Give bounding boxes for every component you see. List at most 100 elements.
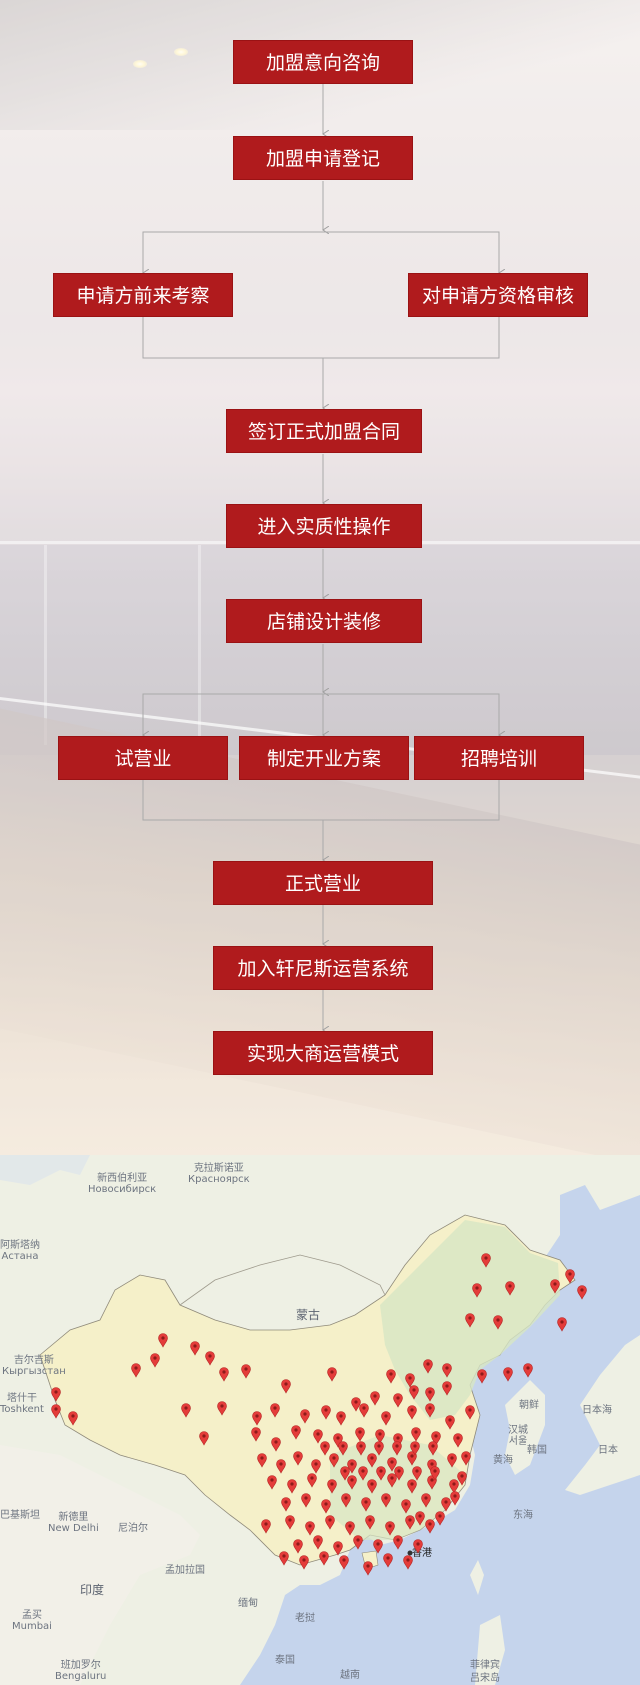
store-marker[interactable] bbox=[325, 1515, 335, 1530]
store-marker[interactable] bbox=[445, 1415, 455, 1430]
store-marker[interactable] bbox=[386, 1369, 396, 1384]
store-marker[interactable] bbox=[370, 1391, 380, 1406]
store-marker[interactable] bbox=[347, 1475, 357, 1490]
store-marker[interactable] bbox=[392, 1441, 402, 1456]
store-marker[interactable] bbox=[131, 1363, 141, 1378]
store-marker[interactable] bbox=[505, 1281, 515, 1296]
store-marker[interactable] bbox=[251, 1427, 261, 1442]
store-marker[interactable] bbox=[374, 1441, 384, 1456]
store-marker[interactable] bbox=[493, 1315, 503, 1330]
store-marker[interactable] bbox=[405, 1373, 415, 1388]
store-marker[interactable] bbox=[333, 1541, 343, 1556]
store-marker[interactable] bbox=[241, 1364, 251, 1379]
store-marker[interactable] bbox=[376, 1466, 386, 1481]
store-marker[interactable] bbox=[321, 1405, 331, 1420]
store-marker[interactable] bbox=[300, 1409, 310, 1424]
store-marker[interactable] bbox=[293, 1451, 303, 1466]
store-marker[interactable] bbox=[276, 1459, 286, 1474]
store-marker[interactable] bbox=[383, 1553, 393, 1568]
store-marker[interactable] bbox=[355, 1427, 365, 1442]
store-marker[interactable] bbox=[293, 1539, 303, 1554]
store-marker[interactable] bbox=[387, 1473, 397, 1488]
store-marker[interactable] bbox=[51, 1404, 61, 1419]
store-marker[interactable] bbox=[449, 1479, 459, 1494]
store-marker[interactable] bbox=[481, 1253, 491, 1268]
store-marker[interactable] bbox=[393, 1535, 403, 1550]
store-marker[interactable] bbox=[285, 1515, 295, 1530]
store-marker[interactable] bbox=[307, 1473, 317, 1488]
store-marker[interactable] bbox=[279, 1551, 289, 1566]
store-marker[interactable] bbox=[327, 1479, 337, 1494]
store-marker[interactable] bbox=[407, 1479, 417, 1494]
store-marker[interactable] bbox=[345, 1521, 355, 1536]
store-marker[interactable] bbox=[353, 1535, 363, 1550]
store-marker[interactable] bbox=[321, 1499, 331, 1514]
store-marker[interactable] bbox=[411, 1427, 421, 1442]
store-marker[interactable] bbox=[336, 1411, 346, 1426]
store-marker[interactable] bbox=[410, 1441, 420, 1456]
store-marker[interactable] bbox=[361, 1497, 371, 1512]
store-marker[interactable] bbox=[477, 1369, 487, 1384]
store-marker[interactable] bbox=[430, 1466, 440, 1481]
store-marker[interactable] bbox=[425, 1403, 435, 1418]
store-marker[interactable] bbox=[339, 1555, 349, 1570]
store-marker[interactable] bbox=[313, 1535, 323, 1550]
store-marker[interactable] bbox=[291, 1425, 301, 1440]
store-marker[interactable] bbox=[385, 1521, 395, 1536]
store-marker[interactable] bbox=[465, 1405, 475, 1420]
store-marker[interactable] bbox=[461, 1451, 471, 1466]
store-marker[interactable] bbox=[217, 1401, 227, 1416]
store-marker[interactable] bbox=[403, 1555, 413, 1570]
store-marker[interactable] bbox=[415, 1511, 425, 1526]
store-marker[interactable] bbox=[51, 1387, 61, 1402]
store-marker[interactable] bbox=[423, 1359, 433, 1374]
store-marker[interactable] bbox=[413, 1539, 423, 1554]
store-marker[interactable] bbox=[442, 1381, 452, 1396]
store-marker[interactable] bbox=[465, 1313, 475, 1328]
store-marker[interactable] bbox=[447, 1453, 457, 1468]
store-marker[interactable] bbox=[341, 1493, 351, 1508]
store-marker[interactable] bbox=[577, 1285, 587, 1300]
store-marker[interactable] bbox=[393, 1393, 403, 1408]
store-marker[interactable] bbox=[150, 1353, 160, 1368]
store-marker[interactable] bbox=[428, 1441, 438, 1456]
store-marker[interactable] bbox=[287, 1479, 297, 1494]
store-marker[interactable] bbox=[261, 1519, 271, 1534]
store-marker[interactable] bbox=[394, 1466, 404, 1481]
store-marker[interactable] bbox=[199, 1431, 209, 1446]
store-marker[interactable] bbox=[450, 1491, 460, 1506]
store-marker[interactable] bbox=[358, 1466, 368, 1481]
store-marker[interactable] bbox=[301, 1493, 311, 1508]
store-marker[interactable] bbox=[373, 1539, 383, 1554]
store-marker[interactable] bbox=[281, 1497, 291, 1512]
store-marker[interactable] bbox=[523, 1363, 533, 1378]
store-marker[interactable] bbox=[565, 1269, 575, 1284]
store-marker[interactable] bbox=[68, 1411, 78, 1426]
store-marker[interactable] bbox=[319, 1551, 329, 1566]
store-marker[interactable] bbox=[181, 1403, 191, 1418]
store-marker[interactable] bbox=[329, 1453, 339, 1468]
store-marker[interactable] bbox=[281, 1379, 291, 1394]
store-marker[interactable] bbox=[442, 1363, 452, 1378]
store-marker[interactable] bbox=[435, 1511, 445, 1526]
store-marker[interactable] bbox=[347, 1459, 357, 1474]
store-marker[interactable] bbox=[405, 1515, 415, 1530]
store-marker[interactable] bbox=[407, 1405, 417, 1420]
store-marker[interactable] bbox=[267, 1475, 277, 1490]
store-marker[interactable] bbox=[320, 1441, 330, 1456]
store-marker[interactable] bbox=[257, 1453, 267, 1468]
store-marker[interactable] bbox=[190, 1341, 200, 1356]
store-marker[interactable] bbox=[363, 1561, 373, 1576]
store-marker[interactable] bbox=[356, 1441, 366, 1456]
store-marker[interactable] bbox=[431, 1431, 441, 1446]
store-marker[interactable] bbox=[359, 1403, 369, 1418]
store-marker[interactable] bbox=[205, 1351, 215, 1366]
store-marker[interactable] bbox=[550, 1279, 560, 1294]
store-marker[interactable] bbox=[252, 1411, 262, 1426]
store-marker[interactable] bbox=[412, 1466, 422, 1481]
store-marker[interactable] bbox=[271, 1437, 281, 1452]
store-marker[interactable] bbox=[327, 1367, 337, 1382]
store-marker[interactable] bbox=[557, 1317, 567, 1332]
store-marker[interactable] bbox=[340, 1466, 350, 1481]
store-marker[interactable] bbox=[367, 1453, 377, 1468]
